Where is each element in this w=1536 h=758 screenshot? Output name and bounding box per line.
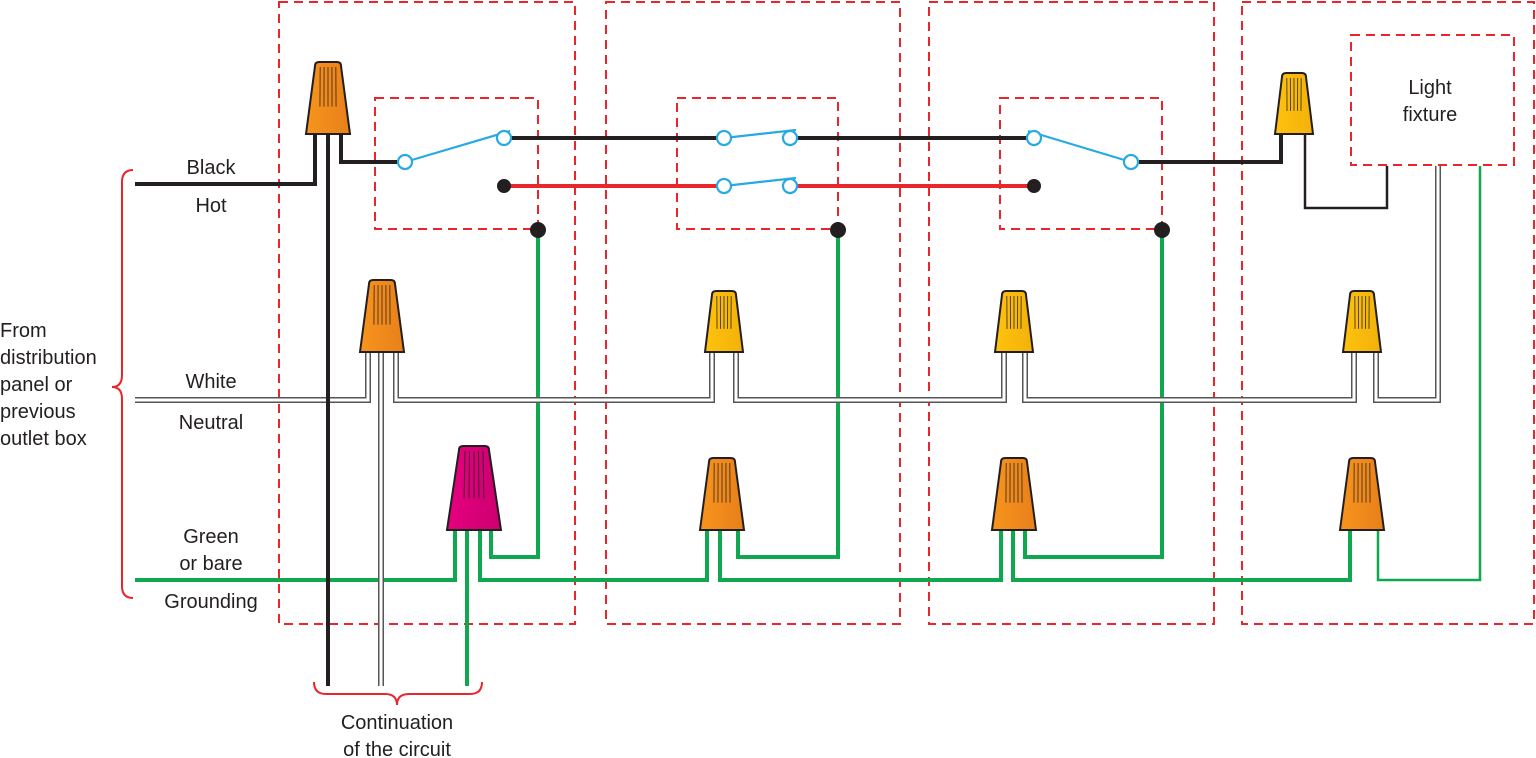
ground-run-2-3 bbox=[718, 530, 1003, 582]
from-label-5: outlet box bbox=[0, 428, 87, 450]
neutral-fixture-wire bbox=[1374, 166, 1440, 402]
four-way-terminal-2 bbox=[781, 129, 799, 147]
neutral-run-2-3 bbox=[734, 352, 1006, 402]
ground-feed-wire bbox=[135, 530, 457, 582]
three-way-switch-1-housing bbox=[374, 97, 539, 230]
switch3-ground-screw bbox=[1154, 222, 1170, 238]
four-way-terminal-3 bbox=[715, 177, 733, 195]
hot-label: Hot bbox=[195, 195, 227, 217]
switch1-traveler-terminal-a bbox=[495, 129, 513, 147]
hot-wires bbox=[135, 134, 1389, 686]
yellow-hot-splice-fixture bbox=[1273, 72, 1315, 135]
orange-neutral-splice bbox=[358, 279, 406, 353]
yellow-neutral-splice-box2 bbox=[703, 290, 745, 353]
neutral-wires bbox=[135, 166, 1441, 686]
ground-switch1-wire bbox=[489, 230, 540, 559]
neutral-feed-wire bbox=[135, 352, 370, 402]
green-label: Green bbox=[183, 526, 239, 548]
yellow-neutral-splice-box3 bbox=[993, 290, 1035, 353]
feed-brace bbox=[111, 169, 134, 599]
continuation-label-2: of the circuit bbox=[343, 739, 451, 758]
ground-run-1-2 bbox=[478, 530, 709, 582]
yellow-neutral-splice-fixture bbox=[1341, 290, 1383, 353]
switch1-common-terminal bbox=[396, 153, 414, 171]
continuation-brace bbox=[313, 681, 483, 706]
ground-run-3-4 bbox=[1011, 530, 1352, 582]
switch1-ground-screw bbox=[530, 222, 546, 238]
switch-box-2 bbox=[605, 1, 901, 625]
black-label: Black bbox=[187, 157, 237, 179]
four-way-switch bbox=[715, 128, 846, 238]
light-fixture-housing bbox=[1350, 34, 1515, 166]
orange-ground-splice-box2 bbox=[698, 457, 746, 531]
ground-fixture-wire bbox=[1376, 166, 1482, 582]
hot-to-switch1-wire bbox=[339, 134, 405, 164]
hot-feed-wire bbox=[135, 134, 317, 186]
light-label-1: Light bbox=[1408, 77, 1452, 99]
or-bare-label: or bare bbox=[179, 553, 242, 575]
neutral-run-1-2 bbox=[394, 352, 714, 402]
magenta-ground-splice bbox=[445, 445, 503, 531]
boxes bbox=[278, 1, 1535, 625]
four-way-switch-housing bbox=[676, 97, 839, 230]
switch3-traveler-terminal-b bbox=[1027, 179, 1041, 193]
orange-hot-splice bbox=[304, 61, 352, 135]
fixture-box bbox=[1241, 1, 1535, 625]
neutral-run-3-4 bbox=[1023, 352, 1356, 402]
switched-hot-wire bbox=[1131, 134, 1283, 164]
four-way-terminal-1 bbox=[715, 129, 733, 147]
switch3-traveler-terminal-a bbox=[1025, 129, 1043, 147]
fixture-hot-wire bbox=[1303, 134, 1389, 210]
three-way-switch-2 bbox=[1025, 129, 1170, 238]
white-label: White bbox=[185, 371, 236, 393]
light-label-2: fixture bbox=[1403, 104, 1457, 126]
switch3-common-terminal bbox=[1122, 153, 1140, 171]
from-label-3: panel or bbox=[0, 374, 73, 396]
from-label-1: From bbox=[0, 320, 47, 342]
neutral-label: Neutral bbox=[179, 412, 243, 434]
orange-ground-splice-fixture bbox=[1338, 457, 1386, 531]
four-way-terminal-4 bbox=[781, 177, 799, 195]
four-way-ground-screw bbox=[830, 222, 846, 238]
switch-box-3 bbox=[928, 1, 1215, 625]
orange-ground-splice-box3 bbox=[990, 457, 1038, 531]
ground-switch2-wire bbox=[736, 230, 840, 559]
from-label-4: previous bbox=[0, 401, 76, 423]
switch-box-1 bbox=[278, 1, 576, 625]
three-way-switch-1 bbox=[396, 129, 546, 238]
ground-switch3-wire bbox=[1023, 230, 1164, 559]
wire-nuts bbox=[304, 61, 1386, 531]
labels: Black Hot White Neutral Green or bare Gr… bbox=[0, 77, 1457, 758]
switch1-traveler-terminal-b bbox=[497, 179, 511, 193]
continuation-label-1: Continuation bbox=[341, 712, 453, 734]
ground-wires bbox=[135, 166, 1482, 686]
grounding-label: Grounding bbox=[164, 591, 257, 613]
from-label-2: distribution bbox=[0, 347, 97, 369]
